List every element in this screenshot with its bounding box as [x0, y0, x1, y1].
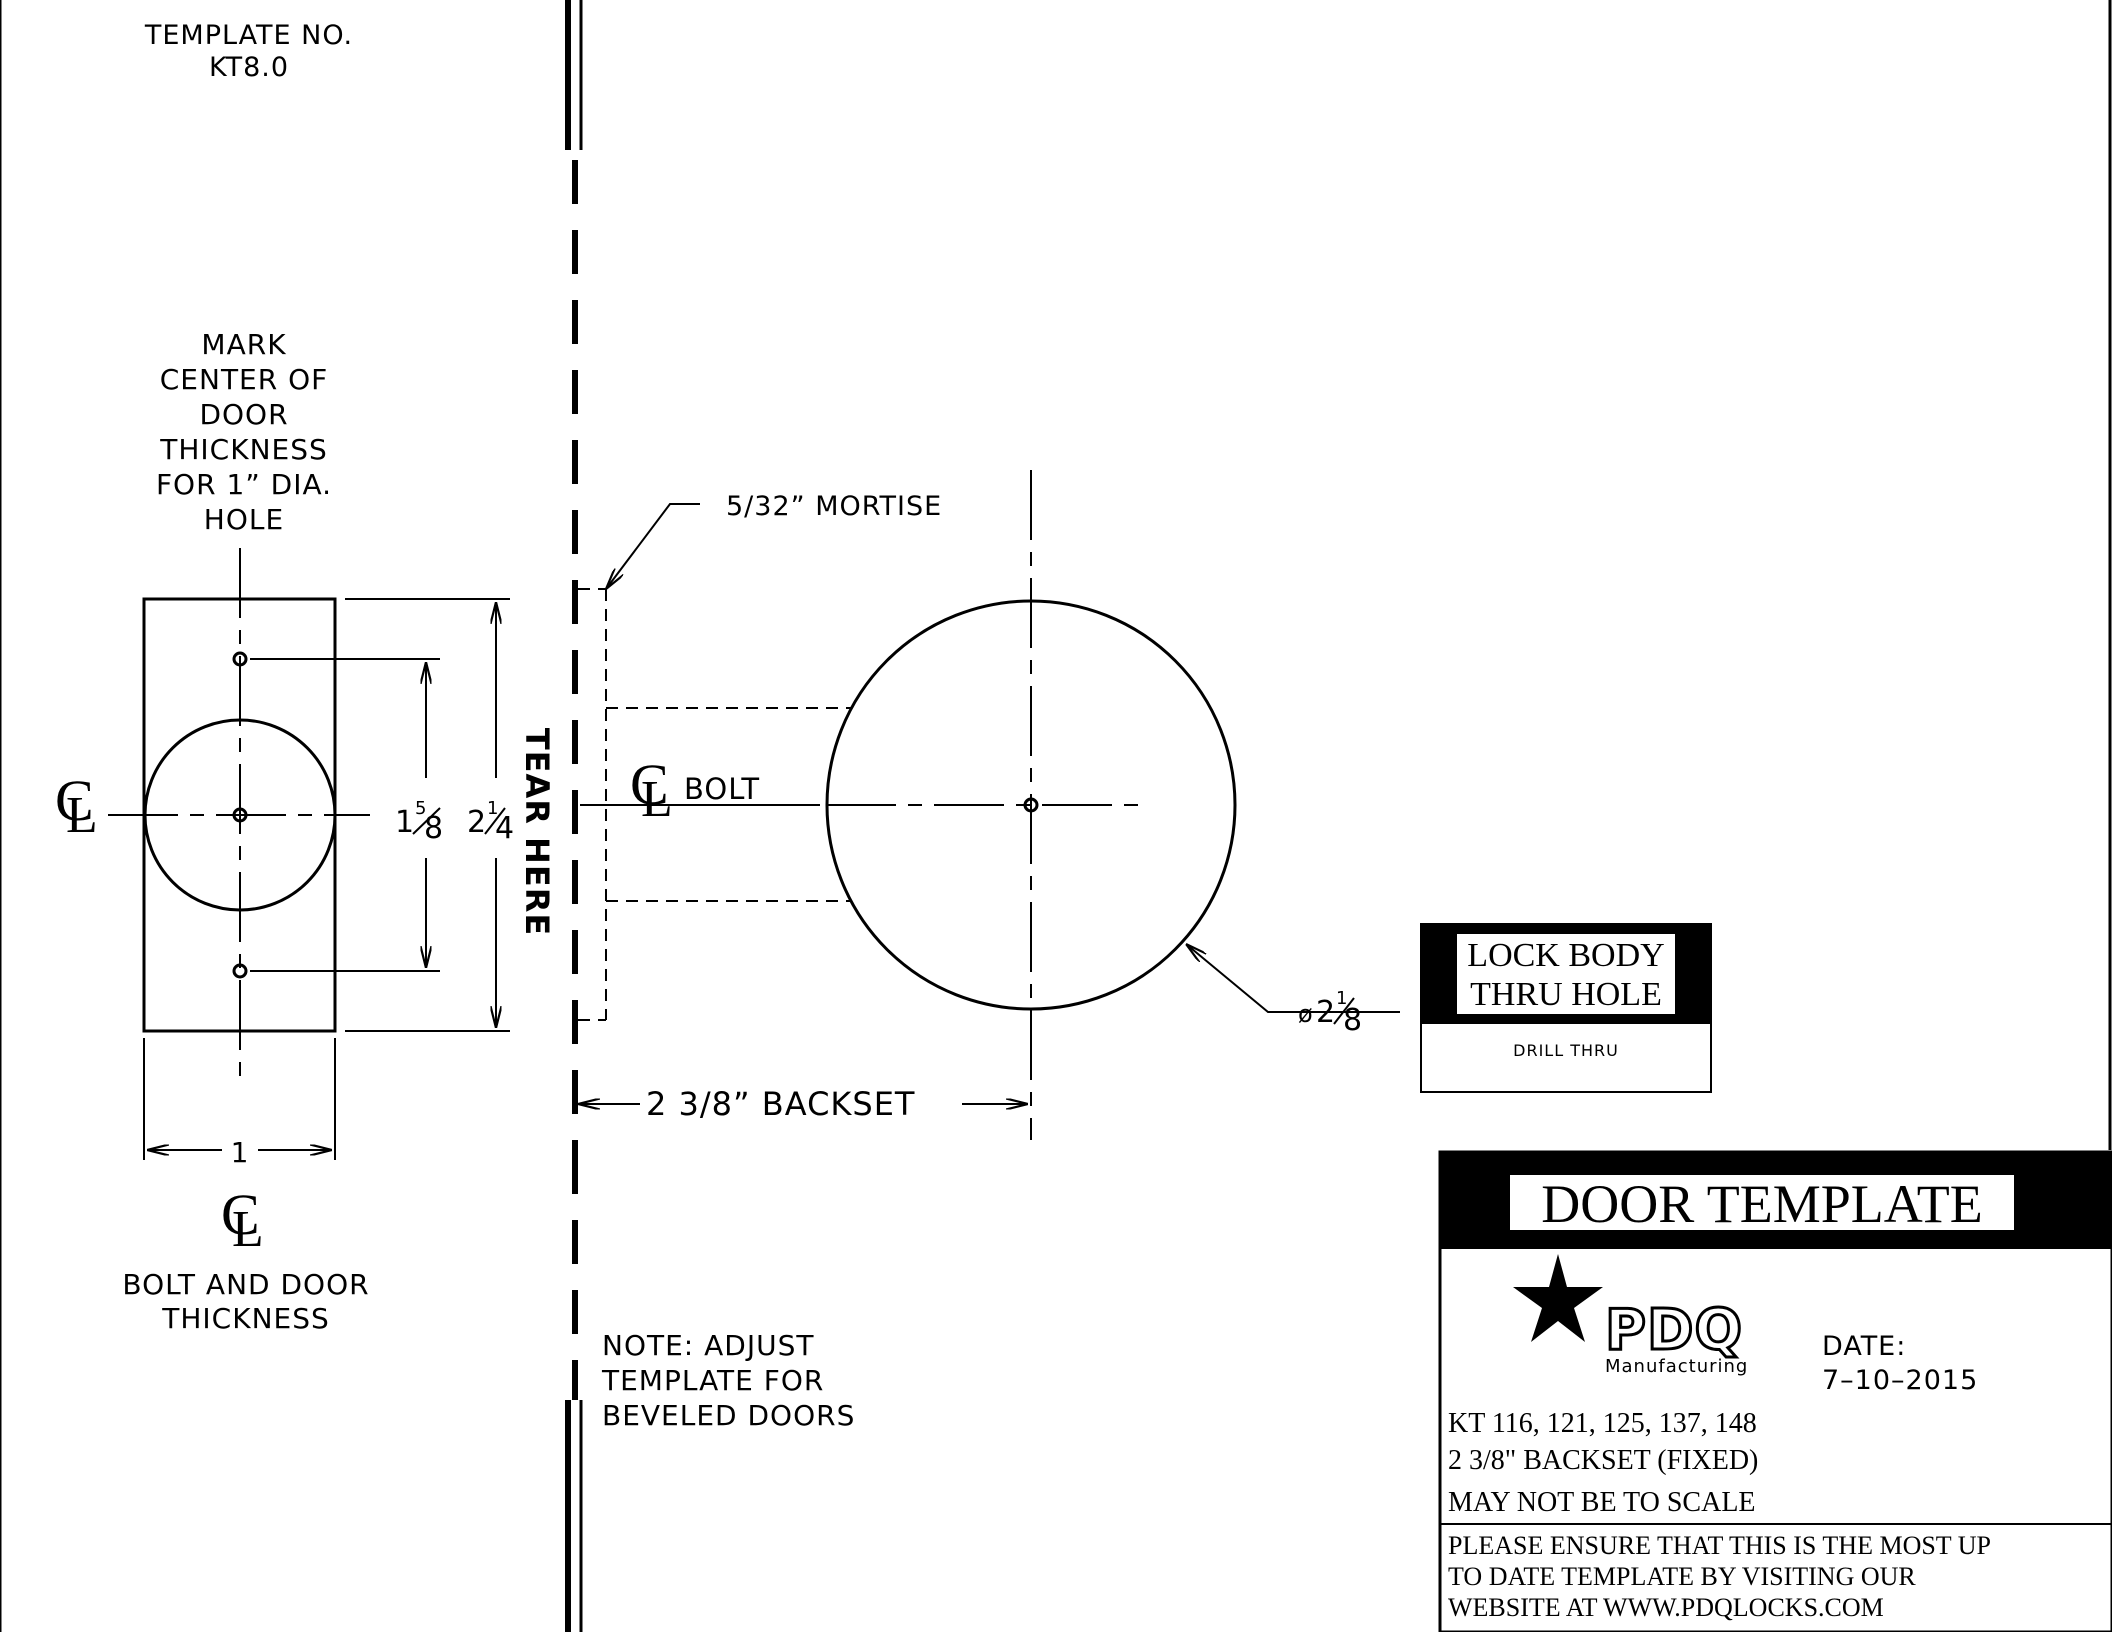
website-note-2: TO DATE TEMPLATE BY VISITING OUR	[1448, 1562, 1916, 1591]
pdq-logo: PDQ Manufacturing	[1513, 1254, 1748, 1377]
screw-hole-top	[232, 651, 248, 667]
svg-text:4: 4	[495, 811, 515, 846]
date-value: 7–10–2015	[1822, 1365, 1978, 1396]
centerline-symbol-bolt: C L	[630, 752, 673, 828]
dim-door-thickness: 2 1 4	[467, 798, 515, 846]
website-note-1: PLEASE ENSURE THAT THIS IS THE MOST UP	[1448, 1531, 1991, 1560]
svg-text:1: 1	[1336, 988, 1348, 1009]
backset-label: 2 3/8” BACKSET	[646, 1085, 915, 1123]
title-block: DOOR TEMPLATE PDQ Manufacturing DATE: 7–…	[1438, 1150, 2112, 1632]
star-icon	[1513, 1254, 1603, 1342]
tear-line	[565, 0, 583, 1632]
svg-text:DOOR: DOOR	[199, 398, 288, 431]
svg-text:BEVELED DOORS: BEVELED DOORS	[602, 1399, 855, 1432]
beveled-door-note: NOTE: ADJUST TEMPLATE FOR BEVELED DOORS	[601, 1329, 855, 1432]
screw-hole-bottom	[232, 963, 248, 979]
svg-text:L: L	[66, 787, 98, 844]
face-view	[578, 470, 1400, 1140]
template-no-value: KT8.0	[209, 52, 289, 83]
date-label: DATE:	[1822, 1331, 1906, 1362]
lock-body-label: LOCK BODY	[1467, 937, 1664, 974]
svg-text:L: L	[641, 771, 673, 828]
website-note-3: WEBSITE AT WWW.PDQLOCKS.COM	[1448, 1593, 1884, 1622]
svg-text:2: 2	[467, 805, 487, 840]
lock-body-box: LOCK BODY THRU HOLE DRILL THRU	[1420, 923, 1712, 1093]
door-edge-view	[108, 548, 510, 1160]
mortise-label: 5/32” MORTISE	[726, 491, 942, 522]
svg-text:TEMPLATE FOR: TEMPLATE FOR	[601, 1364, 824, 1397]
tear-here-label: TEAR HERE	[518, 728, 556, 936]
model-numbers: KT 116, 121, 125, 137, 148	[1448, 1408, 1757, 1439]
centerline-symbol-left: C L	[55, 768, 98, 844]
svg-text:HOLE: HOLE	[204, 503, 284, 536]
bolt-door-thickness-label: BOLT AND DOOR	[122, 1268, 369, 1301]
center-point	[232, 807, 248, 823]
svg-text:8: 8	[424, 811, 444, 846]
svg-text:CENTER OF: CENTER OF	[160, 363, 328, 396]
svg-text:L: L	[232, 1201, 264, 1258]
svg-text:C: C	[221, 1182, 260, 1247]
template-no-label: TEMPLATE NO.	[144, 20, 353, 51]
svg-text:PDQ: PDQ	[1605, 1298, 1743, 1363]
svg-text:1: 1	[395, 805, 415, 840]
thru-hole-label: THRU HOLE	[1470, 976, 1662, 1013]
mark-center-note: MARK CENTER OF DOOR THICKNESS FOR 1” DIA…	[156, 328, 332, 536]
svg-text:C: C	[630, 752, 669, 817]
bolt-door-thickness-label-2: THICKNESS	[161, 1302, 330, 1335]
title-block-title: DOOR TEMPLATE	[1541, 1174, 1983, 1234]
dim-hole-spacing: 1 5 8	[395, 798, 444, 846]
centerline-symbol-bottom: C L	[221, 1182, 264, 1258]
svg-text:FOR 1” DIA.: FOR 1” DIA.	[156, 468, 332, 501]
svg-text:5: 5	[415, 798, 427, 819]
svg-text:2: 2	[1316, 995, 1336, 1030]
dim-width-1: 1	[231, 1136, 250, 1169]
hole-diameter-label: ø 2 1 8	[1298, 988, 1363, 1038]
backset-fixed: 2 3/8" BACKSET (FIXED)	[1448, 1445, 1758, 1476]
svg-text:8: 8	[1343, 1003, 1363, 1038]
scale-note: MAY NOT BE TO SCALE	[1448, 1487, 1756, 1518]
svg-text:Manufacturing: Manufacturing	[1605, 1356, 1748, 1377]
svg-text:MARK: MARK	[201, 328, 286, 361]
svg-text:ø: ø	[1298, 1000, 1314, 1028]
svg-text:C: C	[55, 768, 94, 833]
svg-text:1: 1	[487, 798, 499, 819]
svg-text:THICKNESS: THICKNESS	[159, 433, 328, 466]
svg-text:NOTE: ADJUST: NOTE: ADJUST	[602, 1329, 814, 1362]
drill-thru-label: DRILL THRU	[1513, 1041, 1619, 1060]
bolt-label: BOLT	[684, 772, 760, 806]
